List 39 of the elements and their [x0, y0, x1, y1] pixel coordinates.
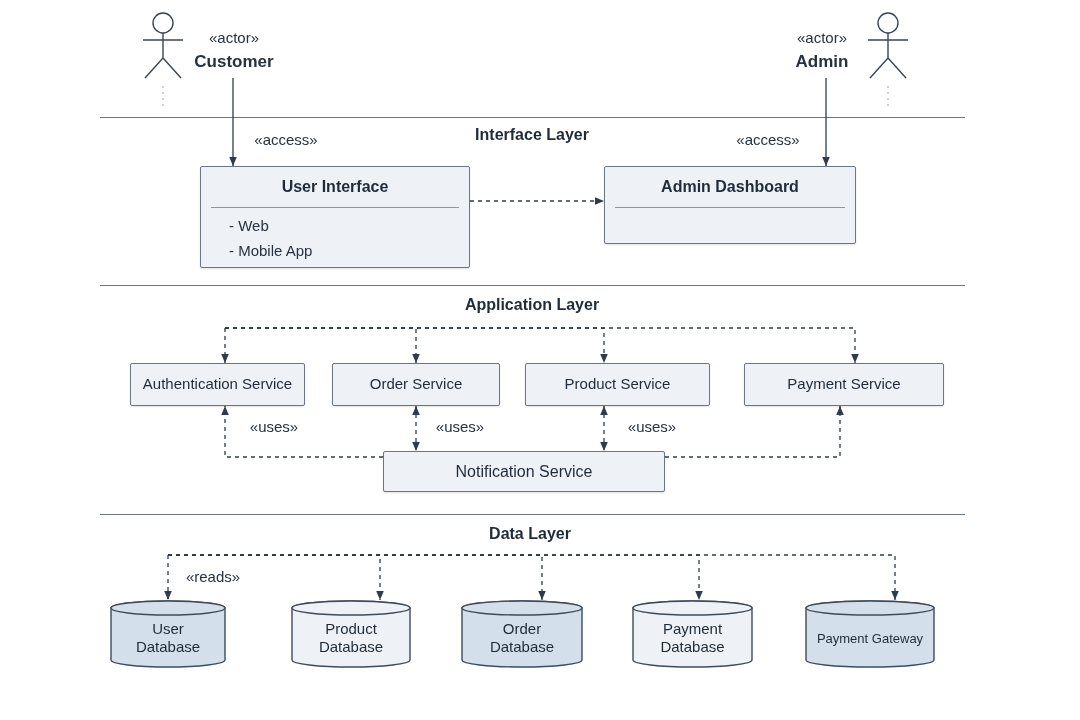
- service-name: Order Service: [369, 374, 463, 395]
- class-box: [604, 166, 856, 244]
- database-name: Payment Database: [659, 620, 726, 656]
- dashed-double-arrow: [600, 405, 608, 452]
- class-title: Admin Dashboard: [661, 177, 799, 197]
- dashed-arrow: [664, 405, 844, 458]
- arrow: [229, 77, 237, 167]
- service-box: [525, 363, 710, 406]
- database-name: Order Database: [488, 620, 556, 656]
- dashed-arrow: [164, 554, 172, 601]
- dashed-arrow: [167, 554, 899, 601]
- service-box: [332, 363, 500, 406]
- arrow: [822, 77, 830, 167]
- database-name: Product Database: [317, 620, 385, 656]
- list-item: - Mobile App: [229, 241, 313, 260]
- database-name: Payment Gateway: [816, 629, 924, 647]
- dashed-arrow: [469, 197, 605, 205]
- stereotype-label: «actor»: [796, 28, 847, 48]
- dashed-arrow: [221, 327, 229, 364]
- class-box: [200, 166, 470, 268]
- service-box: [744, 363, 944, 406]
- service-name: Notification Service: [455, 461, 593, 482]
- layer-title: Application Layer: [464, 295, 600, 315]
- service-name: Product Service: [564, 374, 671, 395]
- list-item: - Web: [229, 216, 269, 235]
- layer-title: Data Layer: [489, 524, 571, 544]
- database-name: User Database: [134, 620, 202, 656]
- actor-name: Admin: [795, 51, 849, 73]
- service-name: Payment Service: [787, 374, 901, 395]
- stereotype-label: «actor»: [208, 28, 259, 48]
- service-box: [383, 451, 665, 492]
- dashed-arrow: [224, 327, 859, 364]
- actor-name: Customer: [194, 51, 274, 73]
- service-name: Authentication Service: [142, 374, 293, 395]
- class-title: User Interface: [281, 177, 389, 197]
- service-box: [130, 363, 305, 406]
- layer-title: Interface Layer: [475, 125, 589, 145]
- dashed-arrow: [221, 405, 384, 458]
- dashed-double-arrow: [412, 405, 420, 452]
